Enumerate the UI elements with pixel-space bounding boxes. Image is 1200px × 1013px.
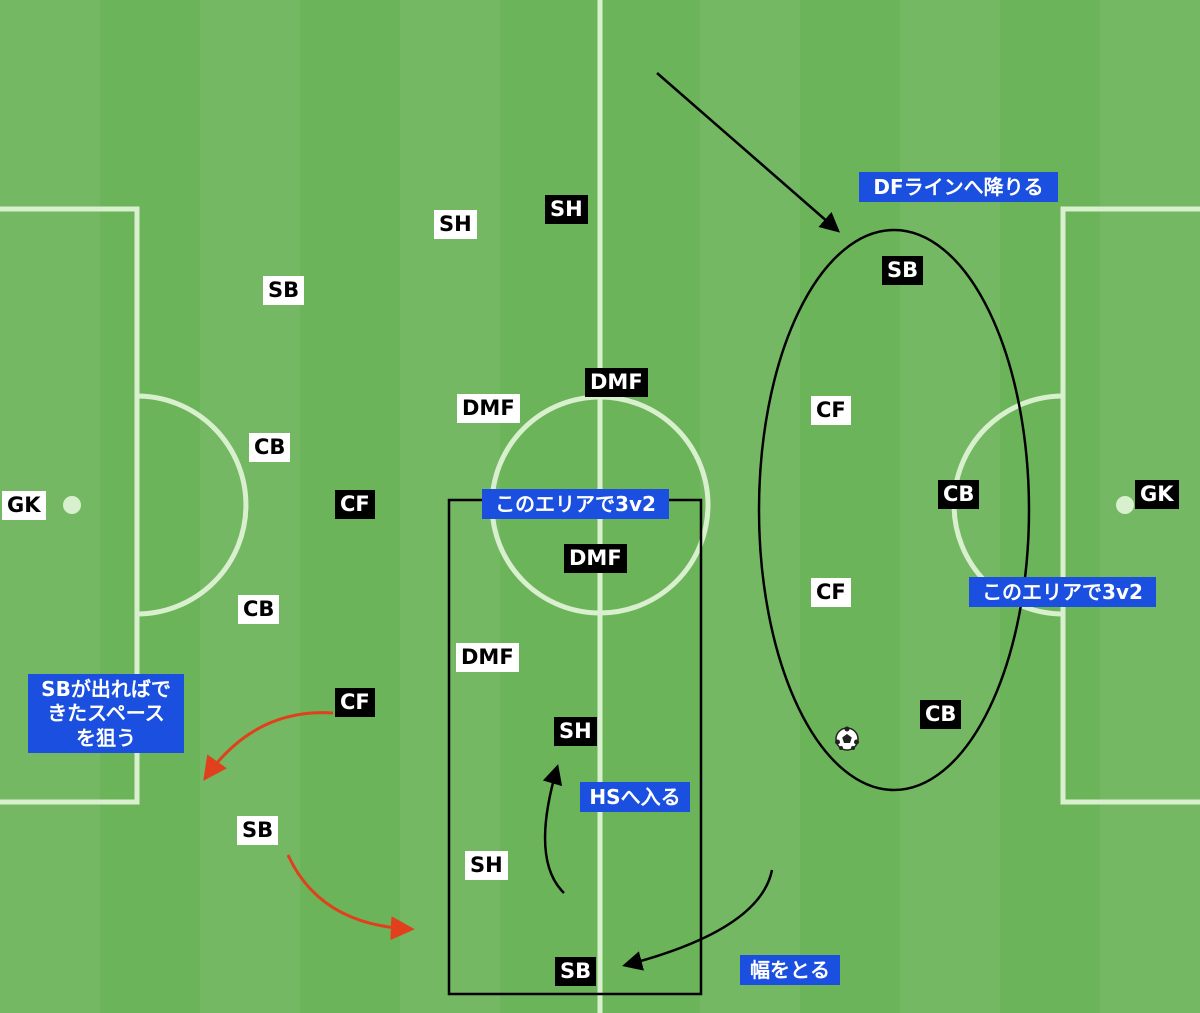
- note-sb-space-line2: きたスペース: [47, 701, 165, 726]
- black-sh-1: SH: [545, 195, 588, 224]
- white-sh-2: SH: [465, 851, 508, 880]
- white-cb-2: CB: [238, 595, 280, 624]
- black-sb-1: SB: [882, 256, 924, 285]
- black-cb-1: CB: [938, 480, 980, 509]
- white-dmf-2: DMF: [456, 643, 519, 672]
- arrow-hs-enter: [542, 764, 565, 894]
- black-gk: GK: [1135, 480, 1179, 509]
- note-df-line-drop: DFラインへ降りる: [859, 172, 1058, 203]
- note-take-width: 幅をとる: [740, 955, 840, 986]
- white-sb-2: SB: [237, 816, 279, 845]
- black-dmf-1: DMF: [585, 368, 648, 397]
- black-cf-1: CF: [335, 490, 375, 519]
- black-sb-2: SB: [555, 957, 597, 986]
- white-gk: GK: [2, 491, 46, 520]
- note-hs-enter: HSへ入る: [580, 782, 690, 813]
- note-sb-space-line3: を狙う: [76, 725, 136, 750]
- white-cf-1: CF: [811, 396, 851, 425]
- soccer-ball-icon: [835, 726, 859, 751]
- white-sb-1: SB: [263, 276, 305, 305]
- white-cb-1: CB: [249, 433, 291, 462]
- note-area-3v2-right: このエリアで3v2: [969, 577, 1156, 608]
- note-area-3v2-center: このエリアで3v2: [482, 489, 669, 520]
- note-sb-space-line1: SBが出ればで: [41, 677, 171, 701]
- white-dmf-1: DMF: [457, 394, 520, 423]
- arrow-take-width: [622, 869, 774, 971]
- note-sb-space: SBが出ればで きたスペース を狙う: [28, 674, 184, 754]
- black-sh-2: SH: [554, 717, 597, 746]
- white-cf-2: CF: [811, 578, 851, 607]
- arrow-to-df-line: [656, 72, 841, 233]
- black-cf-2: CF: [335, 688, 375, 717]
- arrow-red-cf: [203, 711, 334, 781]
- black-dmf-2: DMF: [564, 544, 627, 573]
- black-cb-2: CB: [920, 700, 962, 729]
- arrow-red-sb: [286, 854, 415, 941]
- white-sh-1: SH: [434, 210, 477, 239]
- df-line-ellipse: [757, 228, 1031, 792]
